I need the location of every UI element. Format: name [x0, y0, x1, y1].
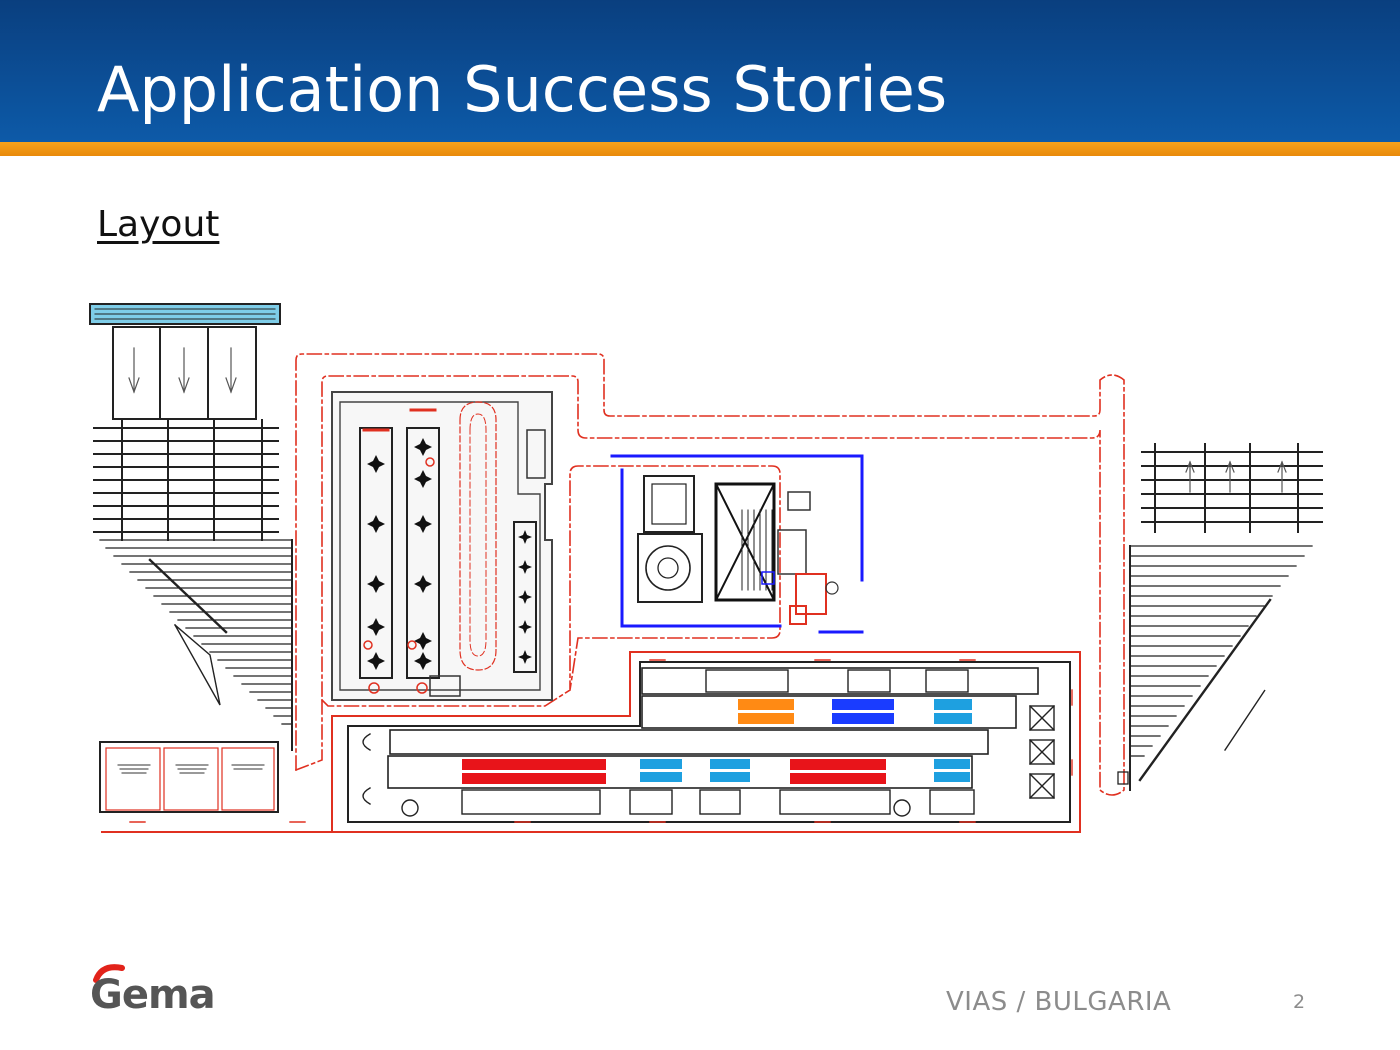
unloading-station-icon [1117, 443, 1323, 791]
gema-logo: Gema [90, 964, 216, 1018]
page-number: 2 [1293, 991, 1306, 1013]
footer-client-label: VIAS / BULGARIA [946, 987, 1172, 1017]
pretreatment-tank-icon [331, 391, 553, 701]
svg-text:Gema: Gema [90, 972, 215, 1018]
slide-title: Application Success Stories [97, 53, 948, 126]
header-accent-stripe [0, 142, 1400, 156]
curing-oven-icon [101, 651, 1081, 833]
header-bar [0, 0, 1400, 142]
section-heading: Layout [97, 204, 220, 245]
loading-station-icon [89, 303, 293, 751]
control-cabinet-icon [99, 741, 279, 813]
powder-booth-icon [610, 454, 864, 634]
plant-layout-drawing [89, 303, 1323, 833]
